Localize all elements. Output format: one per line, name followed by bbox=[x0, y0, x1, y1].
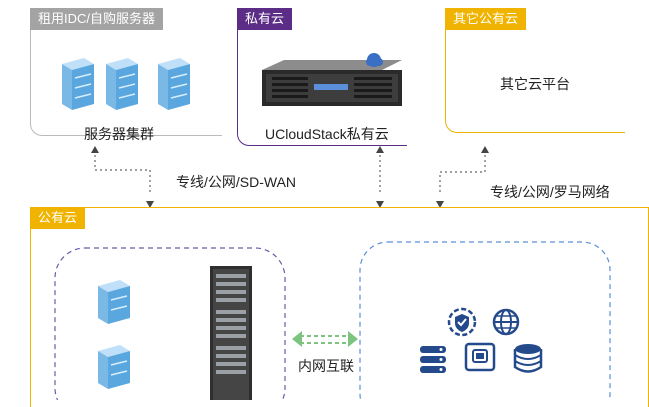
gear-shield-icon bbox=[447, 307, 477, 337]
link-right-label: 专线/公网/罗马网络 bbox=[490, 184, 610, 200]
private-zone-outline bbox=[54, 247, 286, 400]
cloud-icon bbox=[366, 53, 383, 67]
globe-icon bbox=[492, 308, 520, 336]
public-cloud-tag: 公有云 bbox=[30, 207, 86, 229]
server-icon bbox=[62, 58, 94, 110]
other-cloud-tag: 其它公有云 bbox=[445, 8, 527, 30]
storage-icon bbox=[420, 346, 446, 373]
database-icon bbox=[513, 344, 543, 373]
id-card-icon bbox=[464, 342, 496, 372]
private-cloud-frame bbox=[237, 8, 407, 146]
public-zone-outline bbox=[359, 241, 611, 400]
idc-tag: 租用IDC/自购服务器 bbox=[30, 8, 164, 30]
link-left-label: 专线/公网/SD-WAN bbox=[176, 174, 297, 190]
server-icon bbox=[98, 280, 130, 324]
idc-frame bbox=[30, 8, 222, 136]
interconnect-arrow bbox=[292, 331, 358, 347]
private-cloud-tag: 私有云 bbox=[237, 8, 293, 30]
connector-idc bbox=[94, 150, 151, 192]
server-icon bbox=[158, 58, 190, 110]
connector-other bbox=[439, 150, 486, 192]
server-icon bbox=[98, 345, 130, 389]
internal-link-label: 内网互联 bbox=[298, 358, 354, 374]
private-cloud-caption: UCloudStack私有云 bbox=[265, 126, 389, 142]
other-cloud-frame bbox=[445, 8, 625, 133]
idc-caption: 服务器集群 bbox=[84, 126, 154, 142]
rack-server-icon bbox=[210, 266, 252, 400]
other-cloud-caption: 其它云平台 bbox=[500, 76, 570, 92]
rack-appliance-icon bbox=[262, 60, 402, 106]
public-cloud-frame bbox=[30, 207, 649, 407]
server-icon bbox=[106, 58, 138, 110]
